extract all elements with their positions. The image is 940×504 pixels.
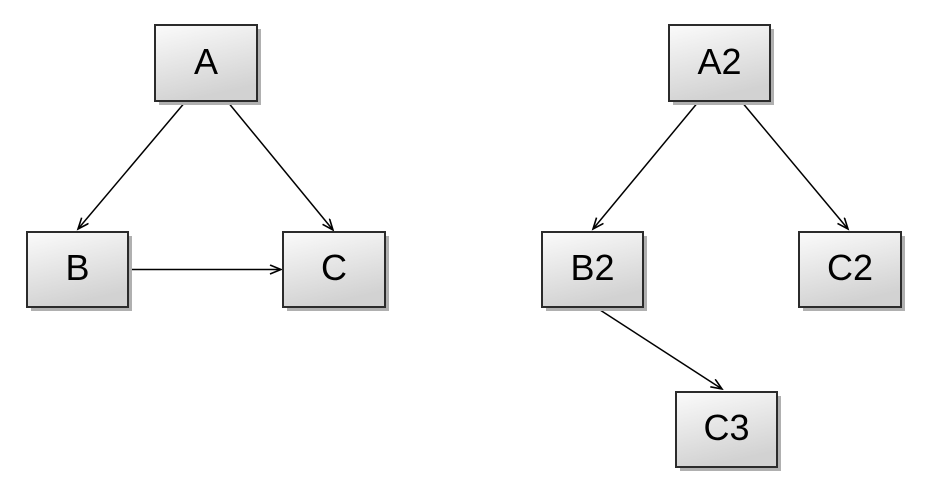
node-C3: C3 xyxy=(675,391,781,471)
node-A2-label: A2 xyxy=(697,41,741,82)
node-B2: B2 xyxy=(541,231,647,311)
node-B-box xyxy=(26,231,129,308)
node-C2: C2 xyxy=(798,231,905,311)
node-B: B xyxy=(26,231,132,311)
node-C2-label: C2 xyxy=(827,247,873,288)
node-A2-box xyxy=(668,24,771,102)
edge-B2-to-C3 xyxy=(596,307,722,389)
edge-A2-to-B2 xyxy=(593,100,700,229)
node-C2-box xyxy=(798,231,902,308)
node-A: A xyxy=(154,24,261,105)
node-C3-label: C3 xyxy=(703,407,749,448)
node-C-box xyxy=(282,231,386,308)
node-C: C xyxy=(282,231,389,311)
node-C3-box xyxy=(675,391,778,468)
node-B2-label: B2 xyxy=(570,247,614,288)
node-B-label: B xyxy=(65,247,89,288)
edge-A-to-B xyxy=(78,100,187,229)
node-C-label: C xyxy=(321,247,347,288)
node-A-box xyxy=(154,24,258,102)
node-A-label: A xyxy=(194,41,218,82)
edge-A2-to-C2 xyxy=(740,100,848,229)
edge-A-to-C xyxy=(226,100,333,230)
node-A2: A2 xyxy=(668,24,774,105)
left-graph-edges xyxy=(78,100,333,270)
node-B2-box xyxy=(541,231,644,308)
right-graph-edges xyxy=(593,100,848,389)
